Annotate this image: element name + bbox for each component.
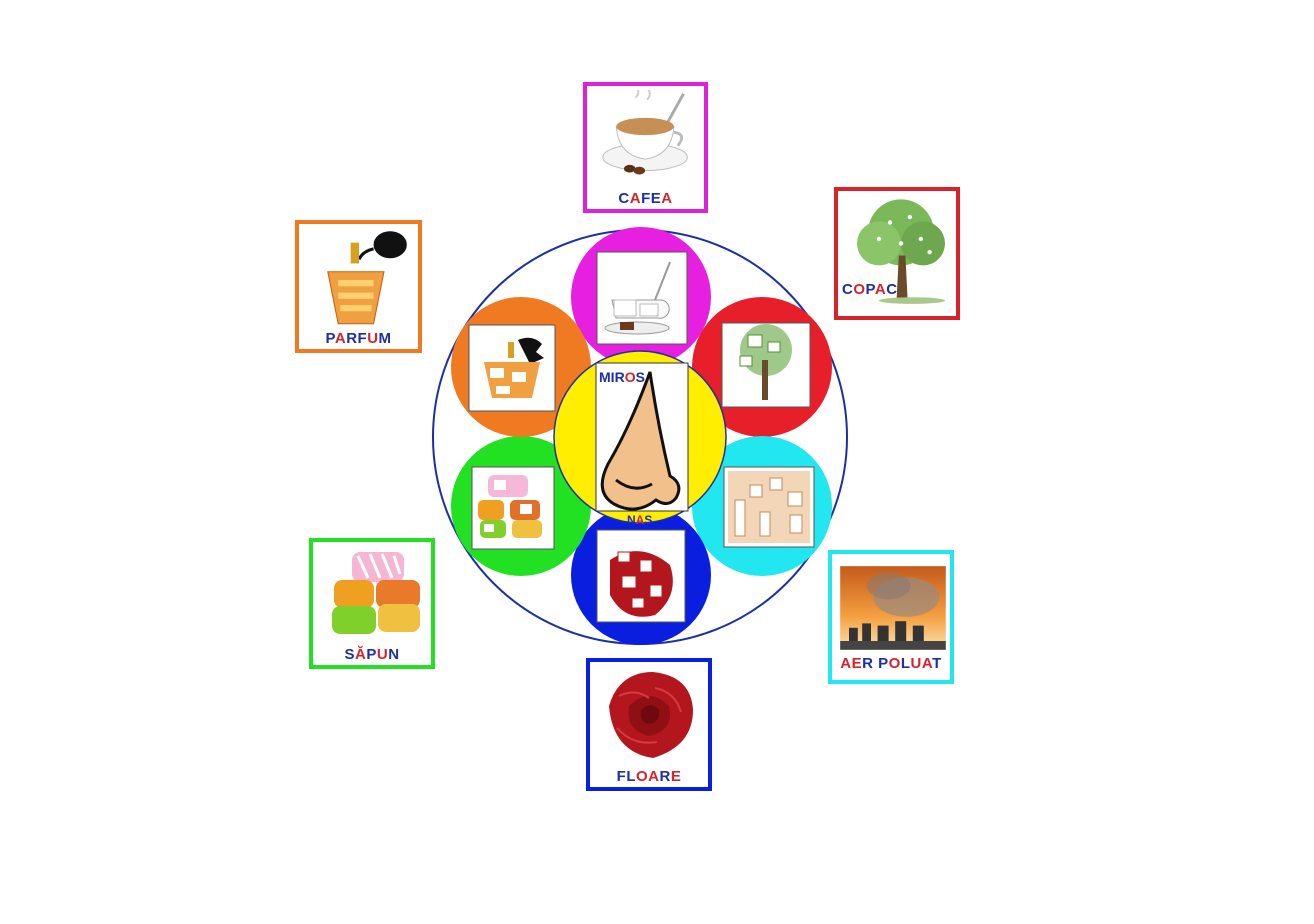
letter: O xyxy=(625,369,636,385)
letter: F xyxy=(616,768,627,785)
letter: A xyxy=(629,190,642,207)
petal-thumb-coffee xyxy=(596,251,688,345)
petal-thumb-rose xyxy=(596,529,686,623)
letter: P xyxy=(366,646,377,663)
soap-bars-icon xyxy=(332,552,420,634)
center-title: MIROS xyxy=(599,369,645,385)
card-aer-poluat[interactable]: AER POLUAT xyxy=(828,550,954,684)
perfume-bottle-icon xyxy=(327,231,407,325)
petal-thumb-tree xyxy=(721,322,811,408)
card-label-aer-poluat: AER POLUAT xyxy=(832,655,950,672)
card-cafea[interactable]: CAFEA xyxy=(583,82,708,213)
letter: A xyxy=(636,513,645,527)
letter: P xyxy=(865,281,875,298)
letter: S xyxy=(344,646,355,663)
letter: O xyxy=(888,655,901,672)
letter: P xyxy=(325,330,335,347)
letter: R xyxy=(346,330,358,347)
nose-panel xyxy=(595,362,689,512)
petal-thumb-factory xyxy=(723,466,815,548)
letter: S xyxy=(644,513,652,527)
letter: F xyxy=(641,190,651,207)
factory-smoke-icon xyxy=(840,566,946,650)
coffee-cup-icon xyxy=(602,90,688,175)
letter: E xyxy=(851,655,863,672)
letter: F xyxy=(357,330,368,347)
letter: R xyxy=(659,768,671,785)
letter: U xyxy=(376,646,389,663)
letter: U xyxy=(367,330,379,347)
petal-thumb-perfume xyxy=(468,324,556,412)
petal-thumb-soap xyxy=(471,466,555,550)
letter: S xyxy=(636,369,645,385)
letter: R xyxy=(862,655,874,672)
letter: A xyxy=(921,655,933,672)
tree-icon xyxy=(857,199,945,304)
organ-label: NAS xyxy=(627,513,652,527)
letter: N xyxy=(627,513,636,527)
letter: O xyxy=(853,281,866,298)
card-label-copac: COPAC xyxy=(842,281,956,298)
card-floare[interactable]: FLOARE xyxy=(586,658,712,791)
letter: E xyxy=(670,768,682,785)
card-label-cafea: CAFEA xyxy=(587,190,704,207)
letter: R xyxy=(615,369,625,385)
letter: E xyxy=(650,190,662,207)
letter: A xyxy=(661,190,673,207)
card-sapun[interactable]: SĂPUN xyxy=(309,538,435,669)
letter: U xyxy=(910,655,922,672)
rose-icon xyxy=(609,672,693,758)
letter: C xyxy=(618,190,630,207)
card-copac[interactable]: COPAC xyxy=(834,187,960,320)
letter: O xyxy=(635,768,649,785)
card-label-floare: FLOARE xyxy=(590,768,708,785)
letter: M xyxy=(378,330,392,347)
letter: I xyxy=(611,369,615,385)
letter: N xyxy=(388,646,400,663)
letter: Ă xyxy=(354,646,367,663)
letter: A xyxy=(648,768,660,785)
letter: T xyxy=(932,655,942,672)
letter: M xyxy=(599,369,611,385)
card-label-parfum: PARFUM xyxy=(299,330,418,347)
letter: L xyxy=(900,655,911,672)
nose-icon xyxy=(600,371,681,511)
letter: A xyxy=(874,281,887,298)
letter: L xyxy=(626,768,636,785)
card-parfum[interactable]: PARFUM xyxy=(295,220,422,353)
letter: A xyxy=(334,330,347,347)
letter: A xyxy=(840,655,852,672)
letter: P xyxy=(878,655,889,672)
letter: C xyxy=(842,281,854,298)
letter: C xyxy=(886,281,898,298)
card-label-sapun: SĂPUN xyxy=(313,646,431,663)
